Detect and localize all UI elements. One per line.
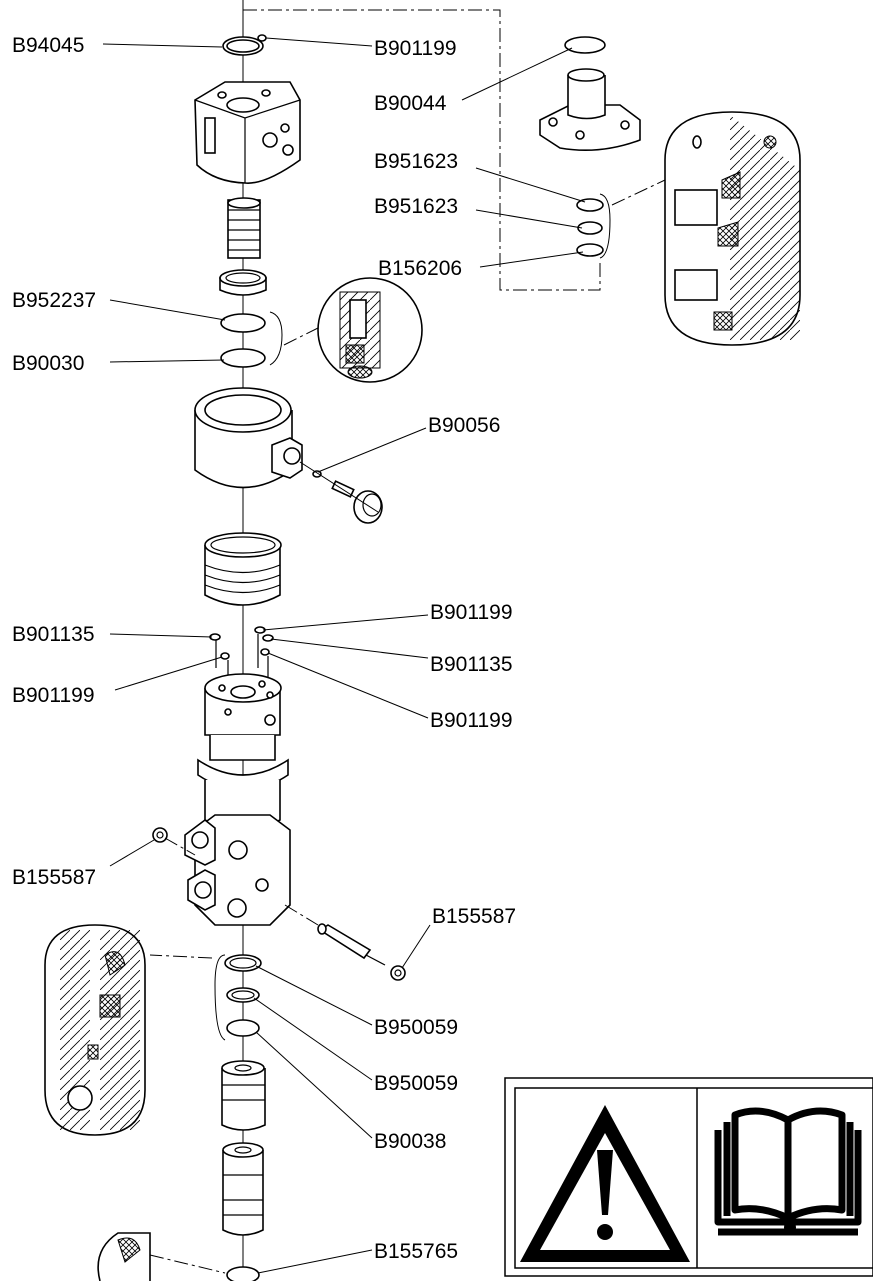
dash-dot-frame <box>243 9 601 291</box>
part-label: B156206 <box>378 257 462 280</box>
part-label: B950059 <box>374 1072 458 1095</box>
part-label: B901199 <box>12 684 95 707</box>
cylinder-body <box>194 387 303 489</box>
rotor-shaft <box>197 673 289 831</box>
part-label: B901199 <box>430 709 513 732</box>
seal-detail-circle-upper <box>317 277 423 383</box>
part-label: B155587 <box>12 866 96 889</box>
part-label: B951623 <box>374 195 458 218</box>
part-label: B90038 <box>374 1130 446 1153</box>
part-label: B155765 <box>374 1240 458 1263</box>
part-label: B901135 <box>430 653 513 676</box>
pilot-cover <box>539 36 641 152</box>
small-seal-4 <box>220 652 230 660</box>
seal-detail-capsule-lower <box>44 924 146 1136</box>
warning-panel <box>504 1077 873 1277</box>
top-housing <box>194 34 301 184</box>
bushing-ring <box>219 269 267 296</box>
piston <box>204 532 282 606</box>
part-label: B90044 <box>374 92 447 115</box>
o-ring-b952237 <box>220 313 266 333</box>
small-seal-5 <box>260 648 270 656</box>
washer-left <box>152 827 168 843</box>
part-label: B951623 <box>374 150 458 173</box>
part-label: B155587 <box>432 905 516 928</box>
lower-seal-stack <box>149 954 262 1041</box>
threaded-insert <box>227 197 261 259</box>
seal-b951623-b <box>577 221 603 235</box>
part-label: B901199 <box>374 37 457 60</box>
part-label: B952237 <box>12 289 96 312</box>
small-seal-3 <box>262 634 274 642</box>
leader-lines <box>102 37 586 1274</box>
part-labels: B94045 B901199 B90044 B951623 B951623 B1… <box>12 34 516 1263</box>
part-label: B90056 <box>428 414 500 437</box>
part-label: B950059 <box>374 1016 458 1039</box>
warning-triangle-icon <box>520 1105 690 1262</box>
valve-spool-upper <box>221 1060 266 1131</box>
o-ring-b90030 <box>220 348 266 368</box>
bottom-seal-b155765 <box>226 1266 260 1281</box>
valve-spool-lower <box>222 1142 264 1236</box>
seal-detail-circle-bottom <box>97 1232 226 1281</box>
locating-pin <box>284 904 406 981</box>
seal-detail-capsule-upper-right <box>664 111 801 346</box>
part-label: B94045 <box>12 34 84 57</box>
seal-b156206 <box>576 243 604 257</box>
read-manual-book-icon <box>714 1107 862 1236</box>
part-label: B90030 <box>12 352 84 375</box>
distributor-block <box>184 814 291 926</box>
part-label: B901199 <box>430 601 513 624</box>
vent-screw <box>299 461 383 524</box>
part-label: B901135 <box>12 623 95 646</box>
